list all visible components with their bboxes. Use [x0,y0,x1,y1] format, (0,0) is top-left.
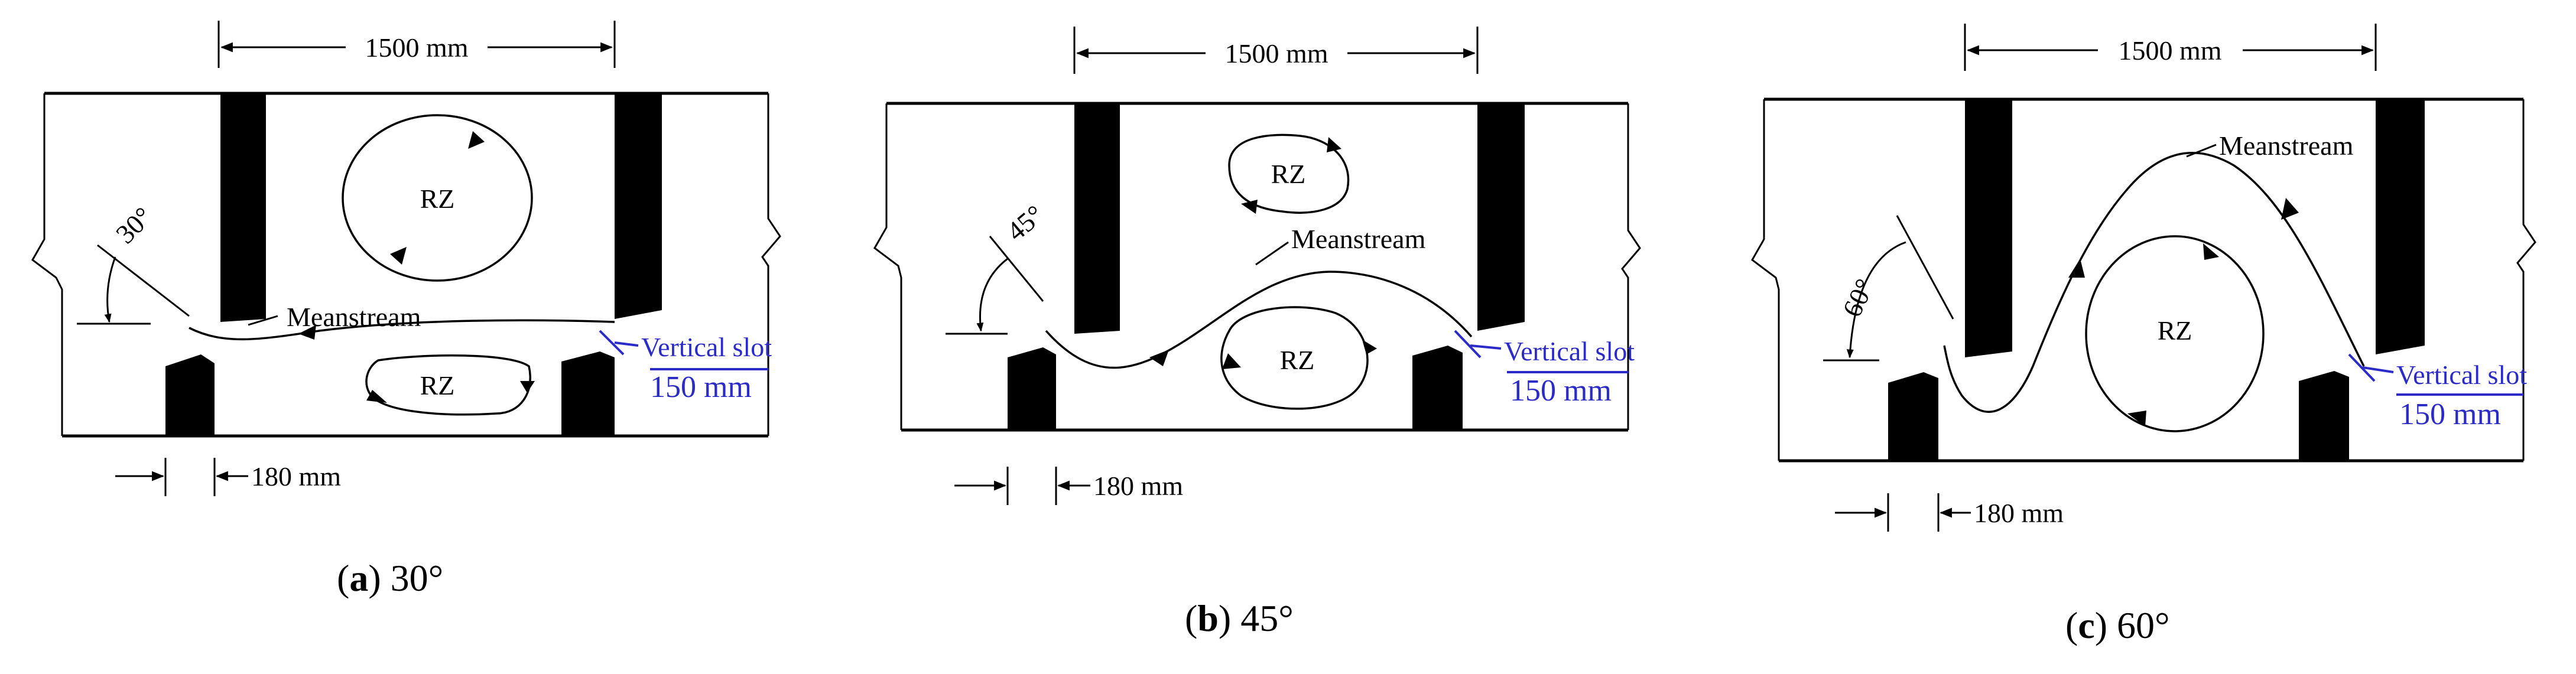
rz-label-upper: RZ [420,184,455,214]
caption-letter: b [1197,597,1219,639]
angle-label: 30° [110,201,158,249]
vertical-slot-leader [614,341,639,347]
recirculation-zone [2085,235,2265,432]
vertical-slot-label: Vertical slot [2396,360,2527,390]
baffle-upper-left [1965,99,2012,357]
caption: (b) 45° [1185,597,1294,639]
gap-label: 180 mm [251,461,341,491]
baffle-lower-right [1412,346,1463,430]
caption-angle: 60° [2117,604,2170,646]
baffle-lower-right [2299,371,2349,461]
break-line-left [31,93,63,436]
slot-width-label: 150 mm [650,370,752,404]
caption: (a) 30° [337,557,443,599]
flow-arrowhead [298,325,316,340]
flow-arrowhead [1241,200,1258,214]
flow-arrowhead [390,247,407,265]
flow-arrowhead [2127,411,2146,426]
caption-angle: 45° [1240,597,1294,639]
flow-arrowhead [520,381,535,393]
angle-arc [976,258,1008,332]
panel-b: 1500 mm RZ RZ Meanstream Vertical slot 1… [873,27,1641,639]
flow-arrowhead [1149,350,1169,366]
mainstream-curve [1943,152,2365,413]
rz-label-lower: RZ [420,370,455,401]
recirculation-zone-lower [1220,306,1369,410]
slot-width-label: 150 mm [2399,398,2501,431]
vertical-slot-label: Vertical slot [1504,336,1635,366]
caption-letter: c [2078,604,2094,646]
vertical-slot-marker [1454,330,1482,359]
baffle-upper-right [615,93,662,319]
slot-width-label: 150 mm [1510,374,1612,408]
baffle-lower-left [165,354,215,436]
break-line-left [1751,99,1780,461]
caption-letter: a [349,557,368,599]
baffle-lower-right [561,351,615,436]
angle-label: 45° [1001,199,1050,246]
caption: (c) 60° [2065,604,2170,646]
angle-arc [1846,241,1906,359]
mainstream-curve [1045,271,1473,369]
angle-arc [104,256,116,323]
angle-baffle-line [97,244,190,317]
angle-baffle-line [1896,215,1954,320]
flow-arrowhead [366,390,387,403]
flow-arrowhead [468,131,485,149]
baffle-upper-right [2376,99,2425,354]
flow-arrowhead [1362,340,1377,354]
break-line-right [761,93,781,436]
recirculation-zone-upper [342,114,533,282]
vertical-slot-leader [2362,366,2394,373]
break-line-right [1621,103,1641,430]
caption-angle: 30° [391,557,444,599]
gap-label: 180 mm [1093,471,1183,501]
mainstream-label: Meanstream [2219,131,2354,161]
flow-arrowhead [2203,243,2219,260]
mainstream-leader [248,315,278,326]
angle-label: 60° [1837,274,1880,321]
spacing-label: 1500 mm [1224,38,1328,69]
break-line-right [2516,99,2536,461]
spacing-label: 1500 mm [365,32,468,63]
mainstream-label: Meanstream [287,302,421,332]
baffle-upper-left [220,93,266,322]
rz-label-upper: RZ [1271,159,1306,189]
vertical-slot-marker [2348,353,2376,382]
vertical-slot-leader [1470,344,1502,350]
spacing-label: 1500 mm [2118,35,2221,66]
vertical-slot-marker [599,330,625,356]
mainstream-curve [189,319,615,341]
baffle-upper-right [1477,103,1525,331]
rz-label: RZ [2158,315,2192,346]
baffle-lower-left [1888,372,1938,461]
flow-arrowhead [1327,137,1341,152]
mainstream-leader [2186,144,2217,158]
rz-label-lower: RZ [1280,345,1315,375]
vertical-slot-label: Vertical slot [641,332,772,362]
flow-arrowhead [1222,353,1241,369]
mainstream-label: Meanstream [1291,224,1426,254]
angle-baffle-line [989,236,1044,302]
flow-arrowhead [2281,198,2299,220]
baffle-lower-left [1008,347,1056,430]
mainstream-leader [1255,241,1289,266]
flow-arrowhead [2068,259,2085,278]
gap-label: 180 mm [1974,498,2064,528]
baffle-upper-left [1074,103,1120,334]
panel-c: 1500 mm RZ Meanstream Vertical slot 150 … [1751,24,2536,646]
break-line-left [873,103,902,430]
panel-a: 1500 mm RZ RZ Meanstream Vertical slot 1… [31,21,781,599]
